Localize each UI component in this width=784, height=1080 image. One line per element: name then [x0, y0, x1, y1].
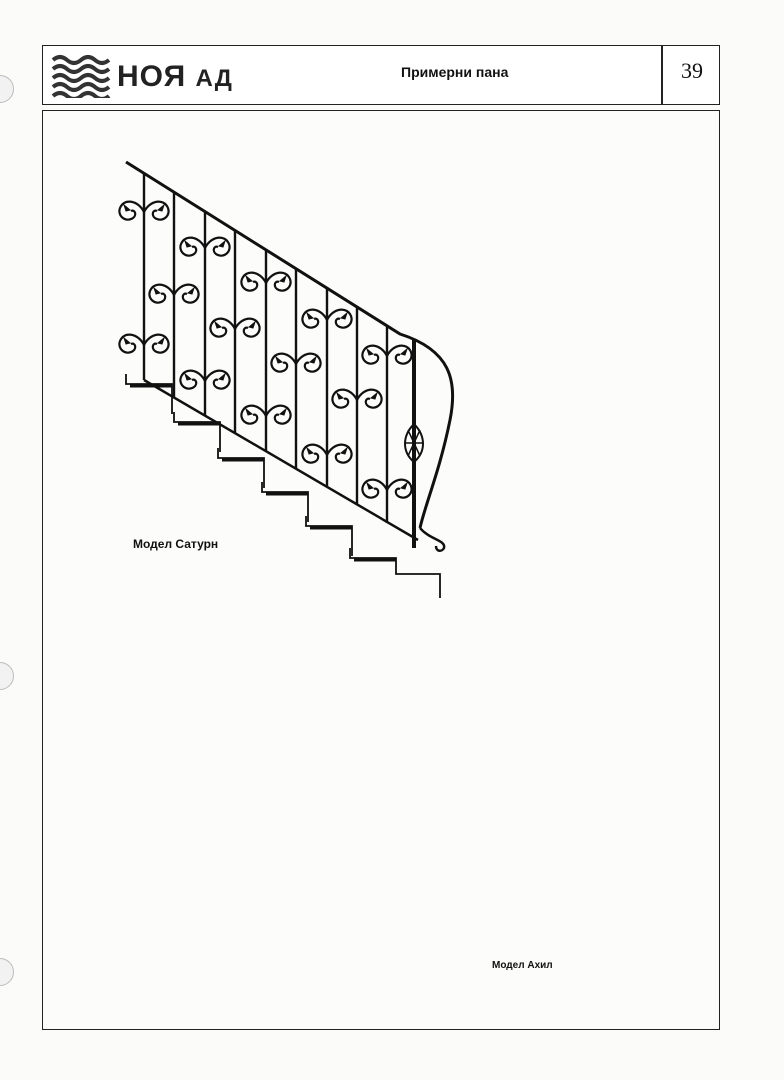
header-divider [661, 46, 663, 104]
content-frame [42, 110, 720, 1030]
page-header: НОЯ АД Примерни пана 39 [42, 45, 720, 105]
company-logo: НОЯ АД [51, 52, 261, 98]
page-number: 39 [681, 58, 703, 83]
page-title: Примерни пана [401, 64, 509, 80]
brand-text: НОЯ [117, 60, 187, 93]
model-caption-saturn: Модел Сатурн [133, 537, 219, 551]
brand-suffix: АД [195, 65, 233, 92]
brand-name: НОЯ АД [117, 60, 233, 94]
railing-saturn [118, 160, 455, 598]
model-caption-ahil: Модел Ахил [492, 960, 553, 971]
